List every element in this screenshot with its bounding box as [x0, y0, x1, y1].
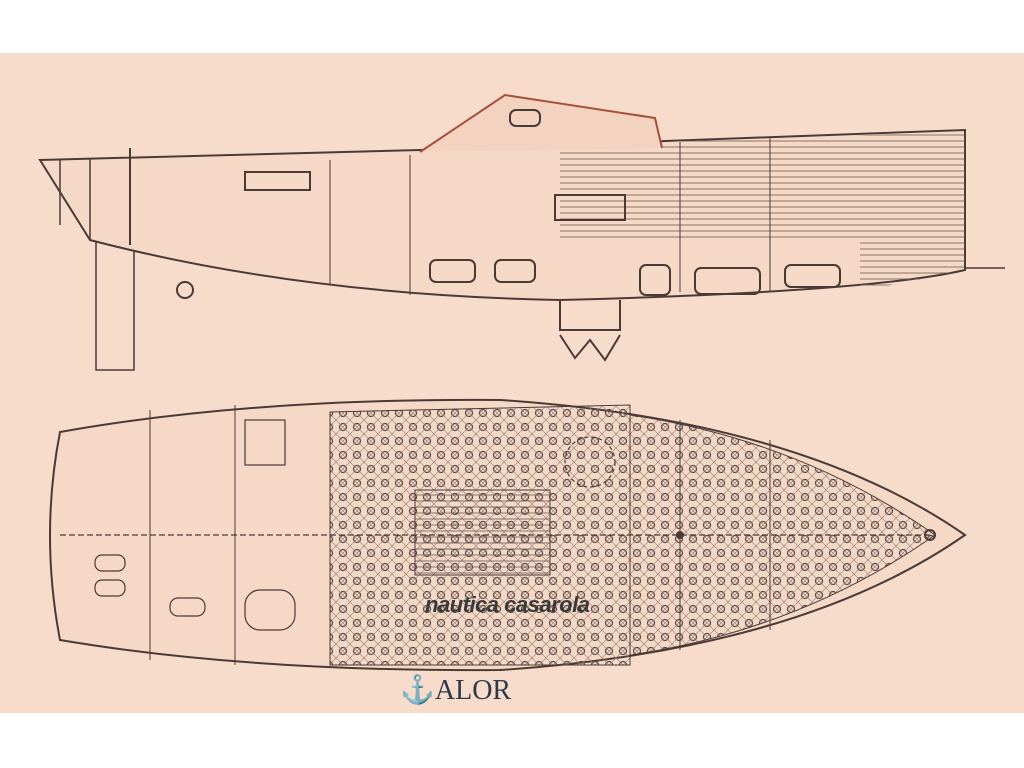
side-profile [38, 93, 1005, 371]
kalor-logo: ⚓ALOR [400, 673, 511, 707]
anchor-icon: ⚓ [400, 675, 435, 706]
cabin-top [419, 93, 663, 153]
rudder [95, 239, 135, 371]
keel [559, 300, 621, 362]
porthole [509, 109, 541, 127]
cockpit-sole [414, 489, 551, 576]
hatched-planking [560, 132, 965, 290]
plan-view [49, 398, 967, 672]
nautica-casarola-logo: nautica casarola [425, 592, 590, 617]
kalor-text: ALOR [434, 675, 512, 706]
